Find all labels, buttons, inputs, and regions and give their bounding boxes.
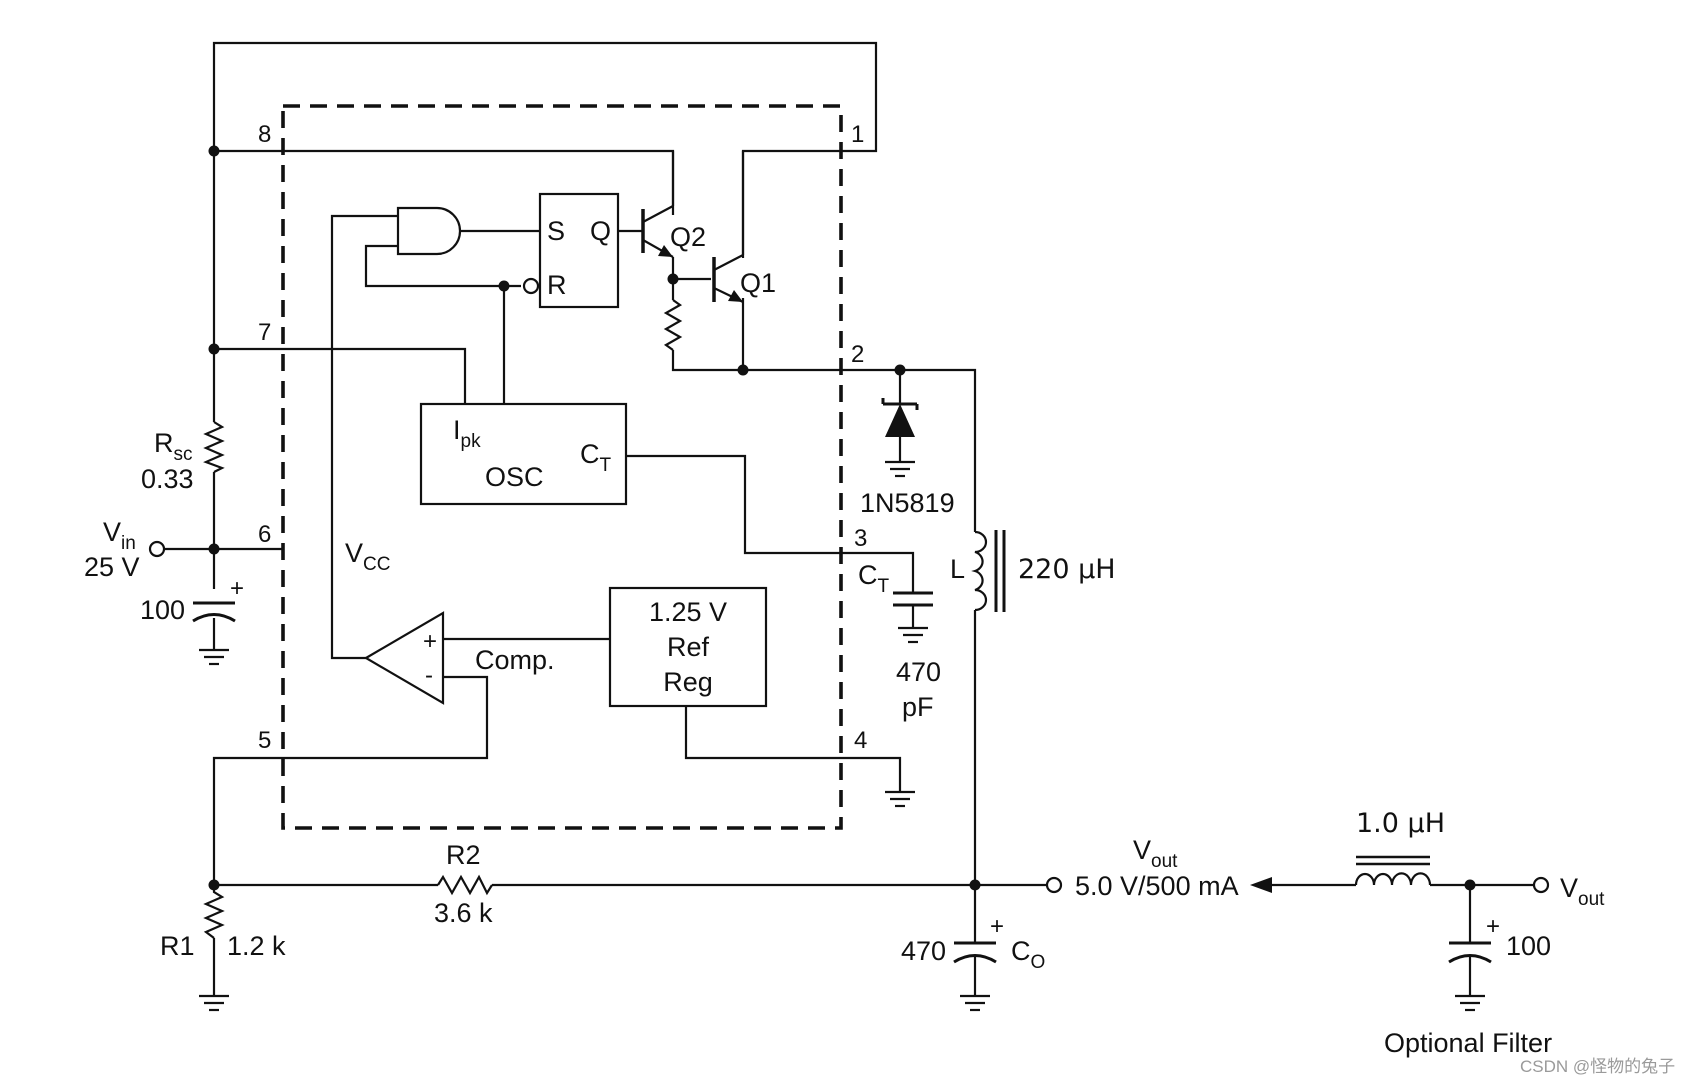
r1-label: R1 <box>160 931 195 961</box>
reset-inversion-bubble <box>522 277 540 295</box>
r2-label: R2 <box>446 840 481 870</box>
oscillator-block <box>419 402 628 506</box>
arrow-icon <box>1250 877 1272 893</box>
osc-ct-label: CT <box>580 439 612 476</box>
ref-label: Ref <box>667 632 710 662</box>
inductor-value: 220 μH <box>1018 554 1116 585</box>
ground-icon <box>898 626 928 644</box>
r1-value: 1.2 k <box>227 931 286 961</box>
output-cap-plus: + <box>990 913 1004 940</box>
vout-terminal <box>1045 876 1063 894</box>
pin-6-label: 6 <box>258 521 271 548</box>
comparator <box>363 611 445 705</box>
pin-1-label: 1 <box>851 121 864 148</box>
schottky-diode <box>881 398 919 437</box>
osc-label: OSC <box>485 462 544 492</box>
ground-icon <box>885 460 915 478</box>
wires <box>165 41 1534 996</box>
pin-2-label: 2 <box>851 341 864 368</box>
rsc-value: 0.33 <box>141 464 194 494</box>
output-cap-value: 470 <box>901 936 946 966</box>
r2-value: 3.6 k <box>434 898 493 928</box>
vout-value: 5.0 V/500 mA <box>1075 871 1239 901</box>
ic-package-outline <box>281 104 843 830</box>
timing-capacitor <box>893 591 933 607</box>
latch-q-label: Q <box>590 216 611 246</box>
filter-capacitor <box>1448 941 1492 964</box>
filter-inductor <box>1354 855 1432 886</box>
pin-3-label: 3 <box>854 525 867 552</box>
reg-label: Reg <box>663 667 713 697</box>
q1-label: Q1 <box>740 268 776 298</box>
vin-label: Vin <box>103 517 136 554</box>
pin-7-label: 7 <box>258 319 271 346</box>
ct-unit: pF <box>902 692 934 722</box>
ct-value: 470 <box>896 657 941 687</box>
inductor-label: L <box>950 554 965 584</box>
filter-cap-value: 100 <box>1506 931 1551 961</box>
filter-cap-plus: + <box>1486 913 1500 940</box>
internal-resistor <box>663 299 683 351</box>
ref-voltage-label: 1.25 V <box>649 597 727 627</box>
transistor-q2 <box>641 151 675 258</box>
ground-icon <box>199 648 229 666</box>
ground-icon <box>960 994 990 1012</box>
filter-caption: Optional Filter <box>1384 1028 1552 1058</box>
input-capacitor <box>192 601 236 623</box>
vin-value: 25 V <box>84 552 140 582</box>
ground-icon <box>1455 994 1485 1012</box>
inductor-l <box>971 530 1006 612</box>
watermark: CSDN @怪物的兔子 <box>1520 1057 1675 1076</box>
latch-r-label: R <box>547 270 567 300</box>
comparator-label: Comp. <box>475 645 555 675</box>
ct-label: CT <box>858 560 890 597</box>
diode-label: 1N5819 <box>860 488 955 518</box>
ipk-label: Ipk <box>453 415 481 452</box>
output-capacitor <box>953 941 997 964</box>
r2-resistor <box>437 874 493 896</box>
output-cap-label: CO <box>1011 936 1045 973</box>
filter-vout-terminal <box>1532 876 1550 894</box>
filter-vout-label: Vout <box>1560 873 1605 910</box>
q2-label: Q2 <box>670 222 706 252</box>
rsc-resistor <box>203 421 225 473</box>
comparator-minus: - <box>425 662 433 689</box>
ground-icon <box>199 994 229 1012</box>
and-gate <box>396 206 462 256</box>
pin-8-label: 8 <box>258 121 271 148</box>
comparator-plus: + <box>423 628 437 655</box>
vout-label: Vout <box>1133 835 1178 872</box>
vcc-label: VCC <box>345 538 390 575</box>
pin-4-label: 4 <box>854 727 867 754</box>
junction-dots <box>208 145 1476 891</box>
input-cap-plus: + <box>230 575 244 602</box>
filter-inductor-value: 1.0 μH <box>1356 808 1445 839</box>
reference-regulator-block <box>608 586 768 708</box>
vin-terminal <box>148 540 166 558</box>
rsc-label: Rsc <box>154 428 193 465</box>
input-cap-value: 100 <box>140 595 185 625</box>
pin-5-label: 5 <box>258 727 271 754</box>
r1-resistor <box>203 885 225 939</box>
sr-latch-block <box>538 192 620 309</box>
latch-s-label: S <box>547 216 565 246</box>
ground-icon <box>885 790 915 808</box>
transistor-q1 <box>712 151 745 303</box>
